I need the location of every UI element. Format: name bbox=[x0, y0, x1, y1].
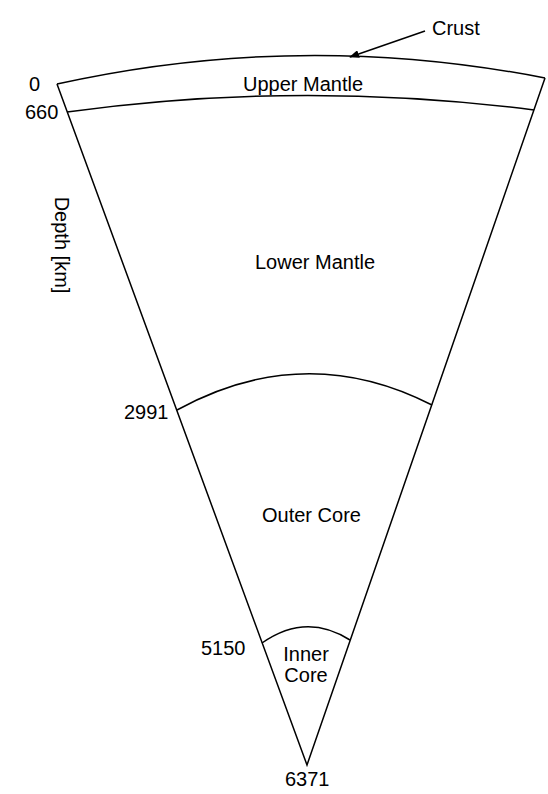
wedge-sides bbox=[57, 78, 545, 765]
leader-arrow bbox=[350, 31, 425, 57]
depth-value: 660 bbox=[25, 101, 58, 123]
layer-name: Lower Mantle bbox=[255, 252, 375, 273]
layer-name: Outer Core bbox=[262, 505, 361, 526]
depth-value: 5150 bbox=[201, 637, 246, 659]
layer-band: Upper Mantle bbox=[243, 74, 363, 95]
axis-label: Depth [km] bbox=[51, 197, 73, 294]
layer-name: Upper Mantle bbox=[243, 74, 363, 95]
layer-band: Lower Mantle bbox=[255, 252, 375, 273]
boundary-arc bbox=[67, 95, 534, 112]
layer-band: Outer Core bbox=[262, 505, 361, 526]
depth-value: 0 bbox=[29, 73, 40, 95]
boundary-arc bbox=[177, 374, 432, 410]
depth-value: 6371 bbox=[285, 768, 330, 790]
layer-label: Crust bbox=[432, 17, 480, 39]
depth-value: 2991 bbox=[124, 401, 169, 423]
layer-band: Inner Core bbox=[274, 644, 338, 686]
boundary-arc bbox=[262, 627, 350, 643]
layer-name: Inner Core bbox=[274, 644, 338, 686]
